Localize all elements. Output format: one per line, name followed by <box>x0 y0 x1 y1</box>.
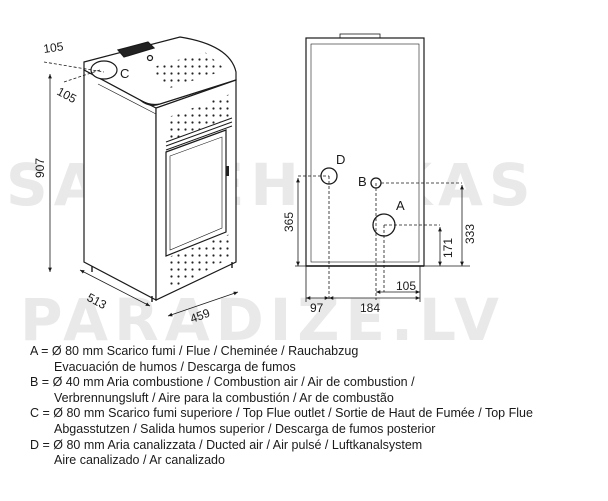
legend-a-line-1: A = Ø 80 mm Scarico fumi / Flue / Chemin… <box>30 344 359 358</box>
legend-c-line-1: C = Ø 80 mm Scarico fumi superiore / Top… <box>30 406 533 421</box>
legend-b-line-1: B = Ø 40 mm Aria combustione / Combustio… <box>30 375 415 390</box>
dim-333: 333 <box>463 224 477 244</box>
legend-d-line-1: D = Ø 80 mm Aria canalizzata / Ducted ai… <box>30 437 423 452</box>
legend-c-line-2: Abgasstutzen / Salida humos superior / D… <box>54 421 436 436</box>
dim-171: 171 <box>441 238 455 258</box>
stove-rear-view <box>305 33 425 267</box>
outlet-c-label: C <box>120 66 129 81</box>
legend-d-line-2: Aire canalizado / Ar canalizado <box>54 453 225 468</box>
outlet-d-label: D <box>336 152 345 167</box>
dim-top-105-b: 105 <box>55 84 80 106</box>
dim-97: 97 <box>310 301 324 315</box>
legend-b-line-2: Verbrennungsluft / Aire para la combusti… <box>54 390 394 405</box>
dim-184: 184 <box>360 301 380 315</box>
stove-front-view <box>83 36 237 302</box>
front-dimension-lines <box>43 61 239 317</box>
dim-top-105-a: 105 <box>42 39 64 56</box>
dim-365: 365 <box>282 212 296 232</box>
outlet-legend: A = Ø 80 mm Scarico fumi / Flue / Chemin… <box>30 344 608 469</box>
dim-width-459: 459 <box>188 306 212 326</box>
dim-height-907: 907 <box>33 158 47 178</box>
outlet-b-label: B <box>358 174 367 189</box>
dim-105: 105 <box>396 279 416 293</box>
outlet-a-label: A <box>396 198 405 213</box>
legend-a-line-2: Evacuación de humos / Descarga de fumos <box>54 359 296 374</box>
rear-dimension-lines <box>295 175 470 302</box>
